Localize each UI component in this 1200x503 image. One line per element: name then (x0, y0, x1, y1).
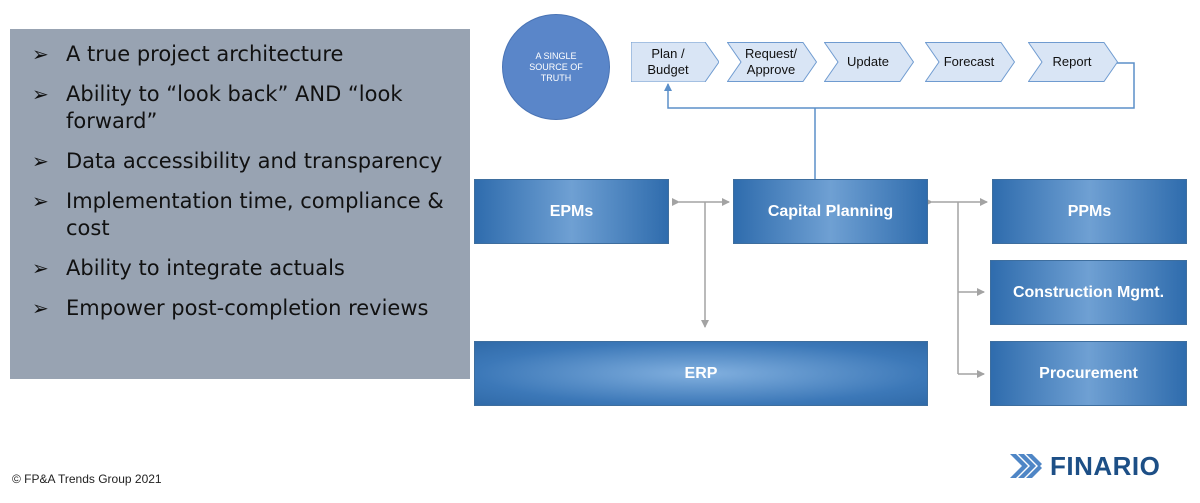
bullet-text: Implementation time, compliance & cost (66, 189, 444, 240)
process-step-request-approve: Request/ Approve (727, 42, 817, 82)
bullet-item: ➢ A true project architecture (32, 41, 460, 68)
ppms-box: PPMs (992, 179, 1187, 244)
process-step-update: Update (824, 42, 914, 82)
bullet-item: ➢ Empower post-completion reviews (32, 295, 460, 322)
arrow-bullet-icon: ➢ (32, 149, 49, 173)
procurement-label: Procurement (1039, 364, 1138, 382)
procurement-box: Procurement (990, 341, 1187, 406)
bullet-text: Empower post-completion reviews (66, 296, 429, 320)
erp-label: ERP (684, 364, 718, 382)
bullet-text: Ability to “look back” AND “look forward… (66, 82, 403, 133)
capital-planning-label: Capital Planning (767, 202, 894, 220)
bullet-text: A true project architecture (66, 42, 344, 66)
epms-box: EPMs (474, 179, 669, 244)
construction-mgmt-box: Construction Mgmt. (990, 260, 1187, 325)
feedback-loop-line (664, 62, 1135, 109)
finario-logo-text: FINARIO (1050, 450, 1161, 481)
bullet-item: ➢ Implementation time, compliance & cost (32, 188, 460, 242)
process-step-report: Report (1028, 42, 1118, 82)
arrow-bullet-icon: ➢ (32, 189, 49, 213)
arrow-bullet-icon: ➢ (32, 256, 49, 280)
bullet-text: Ability to integrate actuals (66, 256, 345, 280)
bullet-panel: ➢ A true project architecture ➢ Ability … (10, 29, 470, 379)
single-source-circle: A SINGLE SOURCE OF TRUTH (502, 14, 610, 120)
erp-box: ERP (474, 341, 928, 406)
bullet-item: ➢ Data accessibility and transparency (32, 148, 460, 175)
construction-mgmt-label: Construction Mgmt. (1012, 283, 1165, 301)
circle-label: A SINGLE SOURCE OF TRUTH (529, 50, 583, 83)
process-step-label: Request/ Approve (744, 46, 798, 77)
arrow-bullet-icon: ➢ (32, 42, 49, 66)
arrow-bullet-icon: ➢ (32, 82, 49, 106)
process-step-label: Forecast (943, 54, 995, 69)
process-step-label: Plan / Budget (647, 46, 689, 77)
process-step-forecast: Forecast (925, 42, 1015, 82)
finario-logo: FINARIO (1008, 450, 1160, 482)
arrow-bullet-icon: ➢ (32, 296, 49, 320)
process-step-label: Report (1052, 54, 1092, 69)
bullet-item: ➢ Ability to integrate actuals (32, 255, 460, 282)
process-step-plan-budget: Plan / Budget (631, 42, 719, 82)
ppms-label: PPMs (1067, 202, 1112, 220)
epms-label: EPMs (549, 202, 594, 220)
bullet-text: Data accessibility and transparency (66, 149, 443, 173)
bullet-item: ➢ Ability to “look back” AND “look forwa… (32, 81, 460, 135)
copyright-text: © FP&A Trends Group 2021 (12, 472, 162, 486)
process-step-label: Update (847, 54, 889, 69)
capital-planning-box: Capital Planning (733, 179, 928, 244)
finario-logo-icon (1010, 454, 1042, 478)
